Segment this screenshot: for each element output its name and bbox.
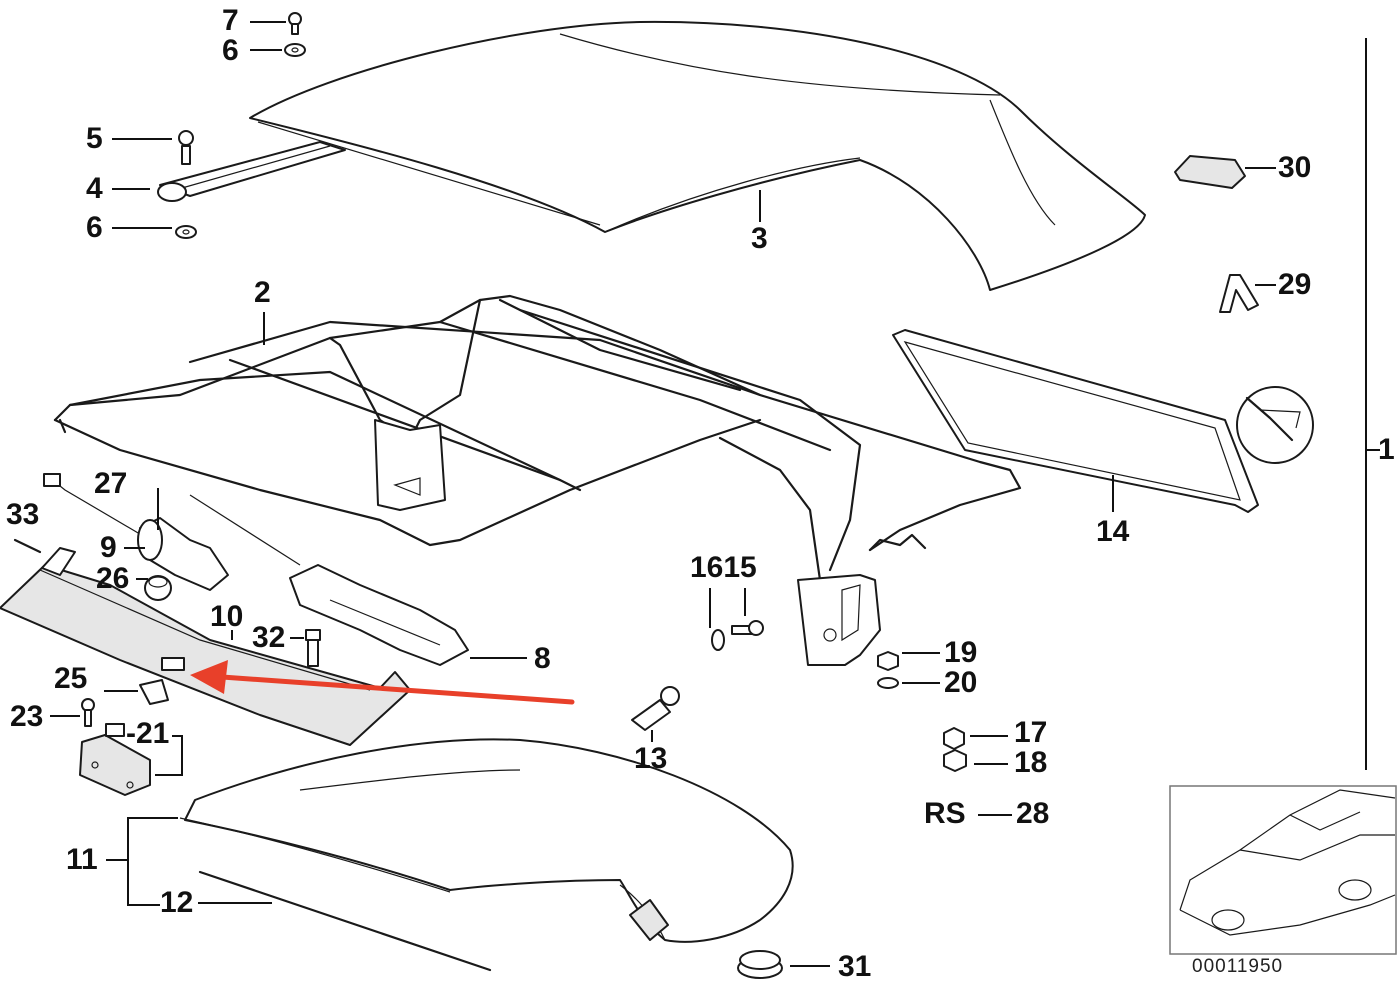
part-6-washer-upper (284, 43, 306, 57)
label-6-lower: 6 (86, 211, 103, 244)
label-6-upper: 6 (222, 34, 239, 67)
part-15-bolt (731, 620, 764, 636)
label-21: -21 (126, 717, 170, 750)
label-2: 2 (254, 276, 271, 309)
label-23: 23 (10, 700, 44, 733)
part-13-buffer (631, 686, 680, 731)
label-rs: RS (924, 797, 966, 830)
label-28: 28 (1016, 797, 1050, 830)
label-14: 14 (1096, 515, 1130, 548)
part-5-bolt (178, 130, 194, 165)
highlight-arrow (190, 660, 575, 705)
part-30-cap (1174, 155, 1246, 189)
part-11-soft-top (179, 738, 794, 943)
label-18: 18 (1014, 746, 1048, 779)
part-20-washer (877, 677, 899, 689)
label-9: 9 (100, 531, 117, 564)
part-33-pin (13, 538, 42, 554)
part-14-rear-window (892, 329, 1259, 513)
part-8-drive-unit (189, 494, 469, 666)
label-12: 12 (160, 886, 194, 919)
label-17: 17 (1014, 716, 1048, 749)
part-3-roof-cover (249, 20, 1146, 291)
part-23-screw (81, 698, 95, 727)
label-27: 27 (94, 467, 128, 500)
label-20: 20 (944, 666, 978, 699)
part-17-nut (943, 727, 965, 750)
label-1615: 1615 (690, 551, 757, 584)
reference-number: 00011950 (1192, 956, 1284, 977)
part-hinge-bracket (797, 574, 881, 666)
part-19-nut (877, 651, 899, 671)
detail-circle (1236, 386, 1314, 464)
part-31-plug (737, 950, 783, 979)
part-32-screw (305, 629, 321, 667)
label-1: 1 (1378, 433, 1395, 466)
label-5: 5 (86, 122, 103, 155)
label-25: 25 (54, 662, 88, 695)
part-10-cover-panel (0, 547, 411, 746)
label-4: 4 (86, 172, 103, 205)
label-13: 13 (634, 742, 668, 775)
label-26: 26 (96, 562, 130, 595)
part-25-clip (139, 679, 169, 705)
label-3: 3 (751, 222, 768, 255)
vehicle-inset (1169, 785, 1397, 955)
part-18-nut (943, 749, 967, 772)
part-9-motor (137, 517, 229, 591)
part-16-washer (711, 629, 725, 651)
label-11: 11 (66, 843, 98, 876)
part-27-cable (43, 473, 151, 541)
part-12-strip (198, 870, 492, 972)
leader-lines (50, 21, 1380, 967)
label-8: 8 (534, 642, 551, 675)
label-19: 19 (944, 636, 978, 669)
part-6-washer-lower (175, 225, 197, 239)
label-32: 32 (252, 621, 286, 654)
label-33: 33 (6, 498, 40, 531)
label-29: 29 (1278, 268, 1312, 301)
part-2-top-frame (53, 294, 1022, 582)
part-29-clip (1219, 274, 1259, 313)
label-31: 31 (838, 950, 872, 983)
part-7-screw (288, 12, 302, 35)
label-10: 10 (210, 600, 244, 633)
label-7: 7 (222, 4, 239, 37)
part-26-grommet (144, 575, 172, 601)
part-4-strip (157, 141, 346, 202)
label-30: 30 (1278, 151, 1312, 184)
part-21-latch (79, 723, 151, 796)
